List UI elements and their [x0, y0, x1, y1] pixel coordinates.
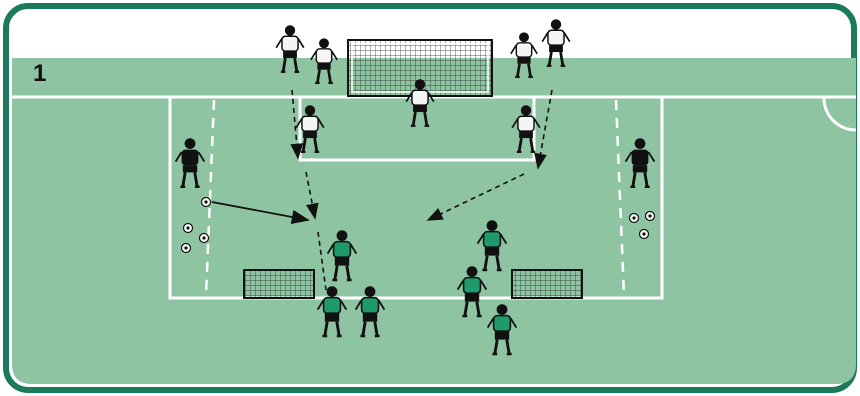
ball-icon — [630, 214, 639, 223]
pitch-surface — [12, 58, 856, 384]
ball-icon — [184, 224, 193, 233]
ball-icon — [646, 212, 655, 221]
ball-icon — [182, 244, 191, 253]
small-goal-left — [244, 270, 314, 298]
ball-icon — [200, 234, 209, 243]
panel-number: 1 — [33, 60, 46, 88]
ball-icon — [202, 198, 211, 207]
ball-icon — [640, 230, 649, 239]
small-goal-right — [512, 270, 582, 298]
